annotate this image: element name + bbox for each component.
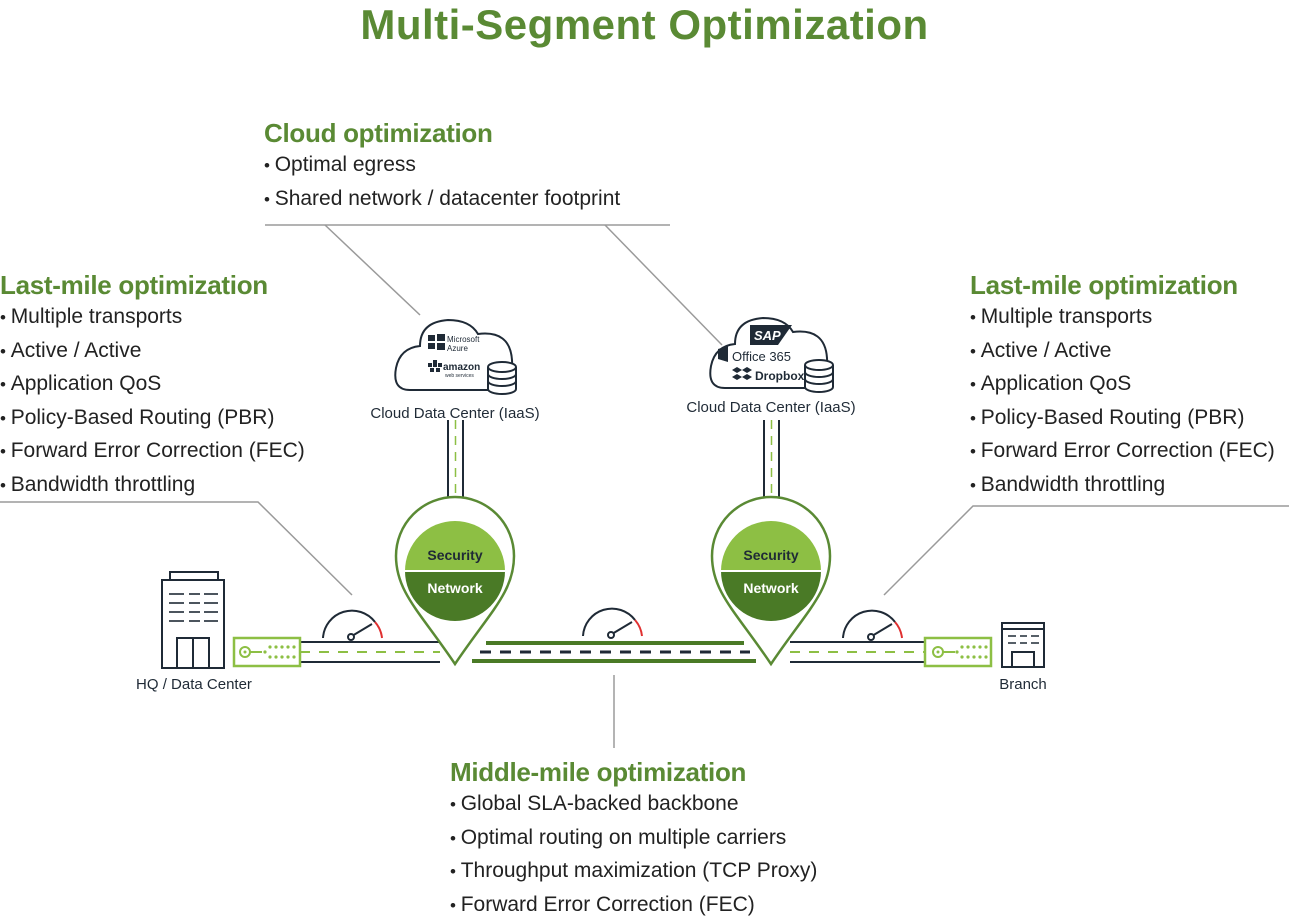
left-lastmile-road <box>300 641 440 663</box>
branch-edge-device-icon <box>923 636 993 668</box>
last-mile-right-block: Last-mile optimization Multiple transpor… <box>970 269 1275 503</box>
list-item: Active / Active <box>0 335 305 369</box>
right-speedometer-icon <box>842 609 903 641</box>
left-speedometer-icon <box>322 609 383 641</box>
list-item: Bandwidth throttling <box>970 469 1275 503</box>
aws-logo-text-2: web services <box>445 373 474 379</box>
middle-mile-heading: Middle-mile optimization <box>450 757 747 787</box>
left-cloud-icon <box>394 318 514 391</box>
windows-logo-icon <box>428 334 445 350</box>
hq-label: HQ / Data Center <box>136 676 252 693</box>
middle-speedometer-icon <box>582 607 643 639</box>
left-pop-network-label: Network <box>427 580 482 596</box>
right-lastmile-leader <box>883 505 1289 596</box>
office-logo-icon <box>718 346 728 362</box>
list-item: Multiple transports <box>970 301 1275 335</box>
database-icon <box>804 359 834 393</box>
page-title: Multi-Segment Optimization <box>360 1 929 48</box>
last-mile-right-heading: Last-mile optimization <box>970 270 1238 300</box>
cloud-optimization-block: Cloud optimization Optimal egress Shared… <box>264 117 620 216</box>
list-item: Shared network / datacenter footprint <box>264 183 621 217</box>
azure-logo-text-2: Azure <box>447 344 468 353</box>
last-mile-left-heading: Last-mile optimization <box>0 270 268 300</box>
left-pop-marker: Security Network <box>394 495 516 667</box>
right-cloud-label: Cloud Data Center (IaaS) <box>686 399 855 416</box>
right-pop-security-label: Security <box>743 547 798 563</box>
left-cloud-datacenter: Microsoft Azure amazon web services Clou… <box>370 318 540 422</box>
cloud-callout-leader-left <box>324 224 421 316</box>
azure-logo-text-1: Microsoft <box>447 335 480 344</box>
hq-edge-device-icon <box>232 636 302 668</box>
hq-building-icon <box>161 571 225 669</box>
list-item: Global SLA-backed backbone <box>450 788 817 822</box>
list-item: Throughput maximization (TCP Proxy) <box>450 855 818 889</box>
list-item: Forward Error Correction (FEC) <box>970 435 1275 469</box>
dropbox-logo-icon <box>732 367 752 380</box>
dropbox-logo-text: Dropbox <box>755 369 805 383</box>
last-mile-left-block: Last-mile optimization Multiple transpor… <box>0 269 305 503</box>
list-item: Multiple transports <box>0 301 305 335</box>
list-item: Bandwidth throttling <box>0 469 305 503</box>
middle-mile-list: Global SLA-backed backbone Optimal routi… <box>450 788 818 918</box>
cloud-optimization-list: Optimal egress Shared network / datacent… <box>264 149 621 217</box>
left-vertical-link <box>447 420 464 502</box>
right-vertical-link <box>763 420 780 502</box>
cloud-callout-leader-right <box>604 224 723 346</box>
aws-logo-text-1: amazon <box>443 362 480 373</box>
branch-label: Branch <box>999 676 1047 693</box>
right-pop-network-label: Network <box>743 580 798 596</box>
list-item: Forward Error Correction (FEC) <box>450 889 817 918</box>
cloud-optimization-heading: Cloud optimization <box>264 118 493 148</box>
sap-logo-icon: SAP <box>750 325 792 345</box>
list-item: Application QoS <box>970 368 1275 402</box>
right-pop-marker: Security Network <box>710 495 832 667</box>
left-pop-security-label: Security <box>427 547 482 563</box>
middle-mile-road <box>472 641 756 663</box>
list-item: Optimal routing on multiple carriers <box>450 822 817 856</box>
list-item: Policy-Based Routing (PBR) <box>970 402 1275 436</box>
database-icon <box>487 361 517 395</box>
office-logo-text: Office 365 <box>732 349 791 364</box>
sap-logo-text: SAP <box>754 328 781 343</box>
middle-mile-block: Middle-mile optimization Global SLA-back… <box>450 756 817 918</box>
aws-logo-icon <box>428 360 442 372</box>
last-mile-right-list: Multiple transports Active / Active Appl… <box>970 301 1275 503</box>
last-mile-left-list: Multiple transports Active / Active Appl… <box>0 301 305 503</box>
list-item: Application QoS <box>0 368 305 402</box>
list-item: Policy-Based Routing (PBR) <box>0 402 305 436</box>
list-item: Optimal egress <box>264 149 620 183</box>
list-item: Active / Active <box>970 335 1275 369</box>
branch-building-icon <box>1001 622 1045 668</box>
left-cloud-label: Cloud Data Center (IaaS) <box>370 405 539 422</box>
list-item: Forward Error Correction (FEC) <box>0 435 305 469</box>
right-cloud-datacenter: SAP Office 365 Dropbox Cloud Data Center… <box>686 316 856 416</box>
right-lastmile-road <box>790 641 926 663</box>
